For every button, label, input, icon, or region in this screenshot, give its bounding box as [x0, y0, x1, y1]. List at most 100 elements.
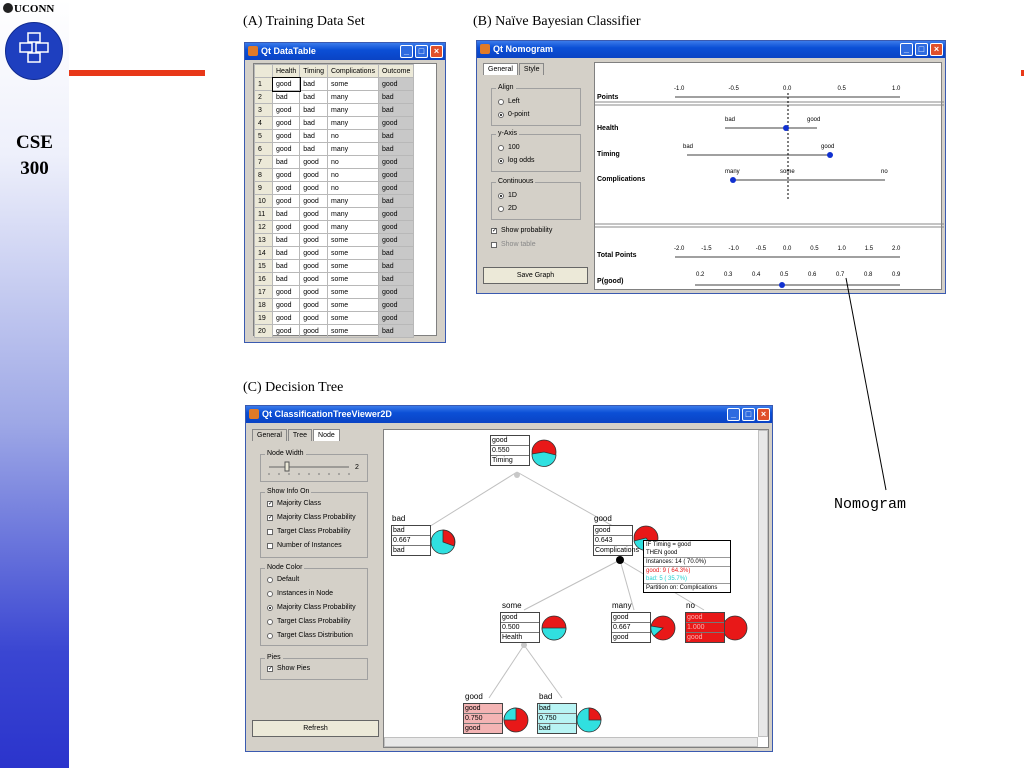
table-cell[interactable]: many — [326, 142, 379, 156]
table-cell[interactable]: good — [377, 298, 415, 312]
table-cell[interactable]: good — [271, 181, 301, 195]
table-cell[interactable]: bad — [271, 90, 301, 104]
table-cell[interactable]: bad — [271, 259, 301, 273]
table-cell[interactable]: bad — [299, 129, 328, 143]
align-left-radio[interactable]: Left — [498, 98, 520, 105]
node-width-slider[interactable] — [267, 461, 351, 477]
table-cell[interactable]: some — [326, 285, 379, 299]
table-cell[interactable]: no — [326, 168, 379, 182]
node-color-majority-prob-radio[interactable]: Majority Class Probability — [267, 604, 356, 611]
tab-general[interactable]: General — [252, 429, 287, 441]
table-cell[interactable]: no — [326, 129, 379, 143]
table-cell[interactable]: some — [326, 246, 379, 260]
maximize-button[interactable]: □ — [415, 45, 428, 58]
tab-style[interactable]: Style — [518, 63, 545, 75]
close-button[interactable]: × — [757, 408, 770, 421]
table-cell[interactable]: good — [377, 168, 415, 182]
table-cell[interactable]: good — [271, 129, 301, 143]
table-cell[interactable]: many — [326, 103, 379, 117]
table-cell[interactable]: good — [299, 233, 328, 247]
table-cell[interactable]: some — [326, 311, 379, 325]
tab-general[interactable]: General — [483, 63, 518, 75]
table-cell[interactable]: bad — [299, 90, 328, 104]
table-cell[interactable]: bad — [377, 324, 415, 338]
table-cell[interactable]: good — [299, 311, 328, 325]
table-cell[interactable]: good — [377, 181, 415, 195]
table-cell[interactable]: good — [377, 233, 415, 247]
table-cell[interactable]: good — [299, 168, 328, 182]
table-cell[interactable]: no — [326, 155, 379, 169]
table-cell[interactable]: bad — [377, 103, 415, 117]
table-cell[interactable]: good — [299, 259, 328, 273]
continuous-1d-radio[interactable]: 1D — [498, 192, 517, 199]
maximize-button[interactable]: □ — [742, 408, 755, 421]
column-header[interactable]: Timing — [299, 64, 328, 78]
refresh-button[interactable]: Refresh — [252, 720, 379, 737]
table-cell[interactable]: good — [299, 246, 328, 260]
column-header[interactable] — [254, 64, 273, 78]
table-cell[interactable]: bad — [377, 90, 415, 104]
minimize-button[interactable]: _ — [400, 45, 413, 58]
yaxis-100-radio[interactable]: 100 — [498, 144, 520, 151]
vertical-scrollbar[interactable] — [758, 430, 768, 737]
maximize-button[interactable]: □ — [915, 43, 928, 56]
table-cell[interactable]: bad — [377, 129, 415, 143]
save-graph-button[interactable]: Save Graph — [483, 267, 588, 284]
table-cell[interactable]: good — [377, 155, 415, 169]
table-cell[interactable]: bad — [271, 246, 301, 260]
table-cell[interactable]: good — [377, 116, 415, 130]
table-cell[interactable]: bad — [377, 259, 415, 273]
table-cell[interactable]: good — [271, 298, 301, 312]
table-cell[interactable]: bad — [271, 233, 301, 247]
tab-node[interactable]: Node — [313, 429, 340, 441]
table-cell[interactable]: bad — [377, 246, 415, 260]
table-cell[interactable]: many — [326, 194, 379, 208]
table-cell[interactable]: good — [377, 285, 415, 299]
table-cell[interactable]: bad — [299, 116, 328, 130]
table-cell[interactable]: bad — [299, 142, 328, 156]
table-cell[interactable]: some — [326, 259, 379, 273]
table-cell[interactable]: good — [299, 155, 328, 169]
table-cell[interactable]: bad — [271, 155, 301, 169]
table-cell[interactable]: good — [271, 324, 301, 338]
table-cell[interactable]: some — [326, 324, 379, 338]
table-cell[interactable]: good — [271, 76, 301, 92]
number-of-instances-checkbox[interactable]: Number of Instances — [267, 542, 342, 549]
table-cell[interactable]: some — [326, 272, 379, 286]
table-cell[interactable]: bad — [271, 272, 301, 286]
table-cell[interactable]: good — [299, 207, 328, 221]
node-color-instances-radio[interactable]: Instances in Node — [267, 590, 333, 597]
table-cell[interactable]: good — [271, 168, 301, 182]
table-cell[interactable]: many — [326, 90, 379, 104]
table-cell[interactable]: no — [326, 181, 379, 195]
table-cell[interactable]: many — [326, 220, 379, 234]
table-cell[interactable]: good — [271, 220, 301, 234]
horizontal-scrollbar[interactable] — [384, 737, 758, 747]
show-probability-checkbox[interactable]: ✓Show probability — [491, 227, 553, 234]
table-cell[interactable]: good — [299, 298, 328, 312]
